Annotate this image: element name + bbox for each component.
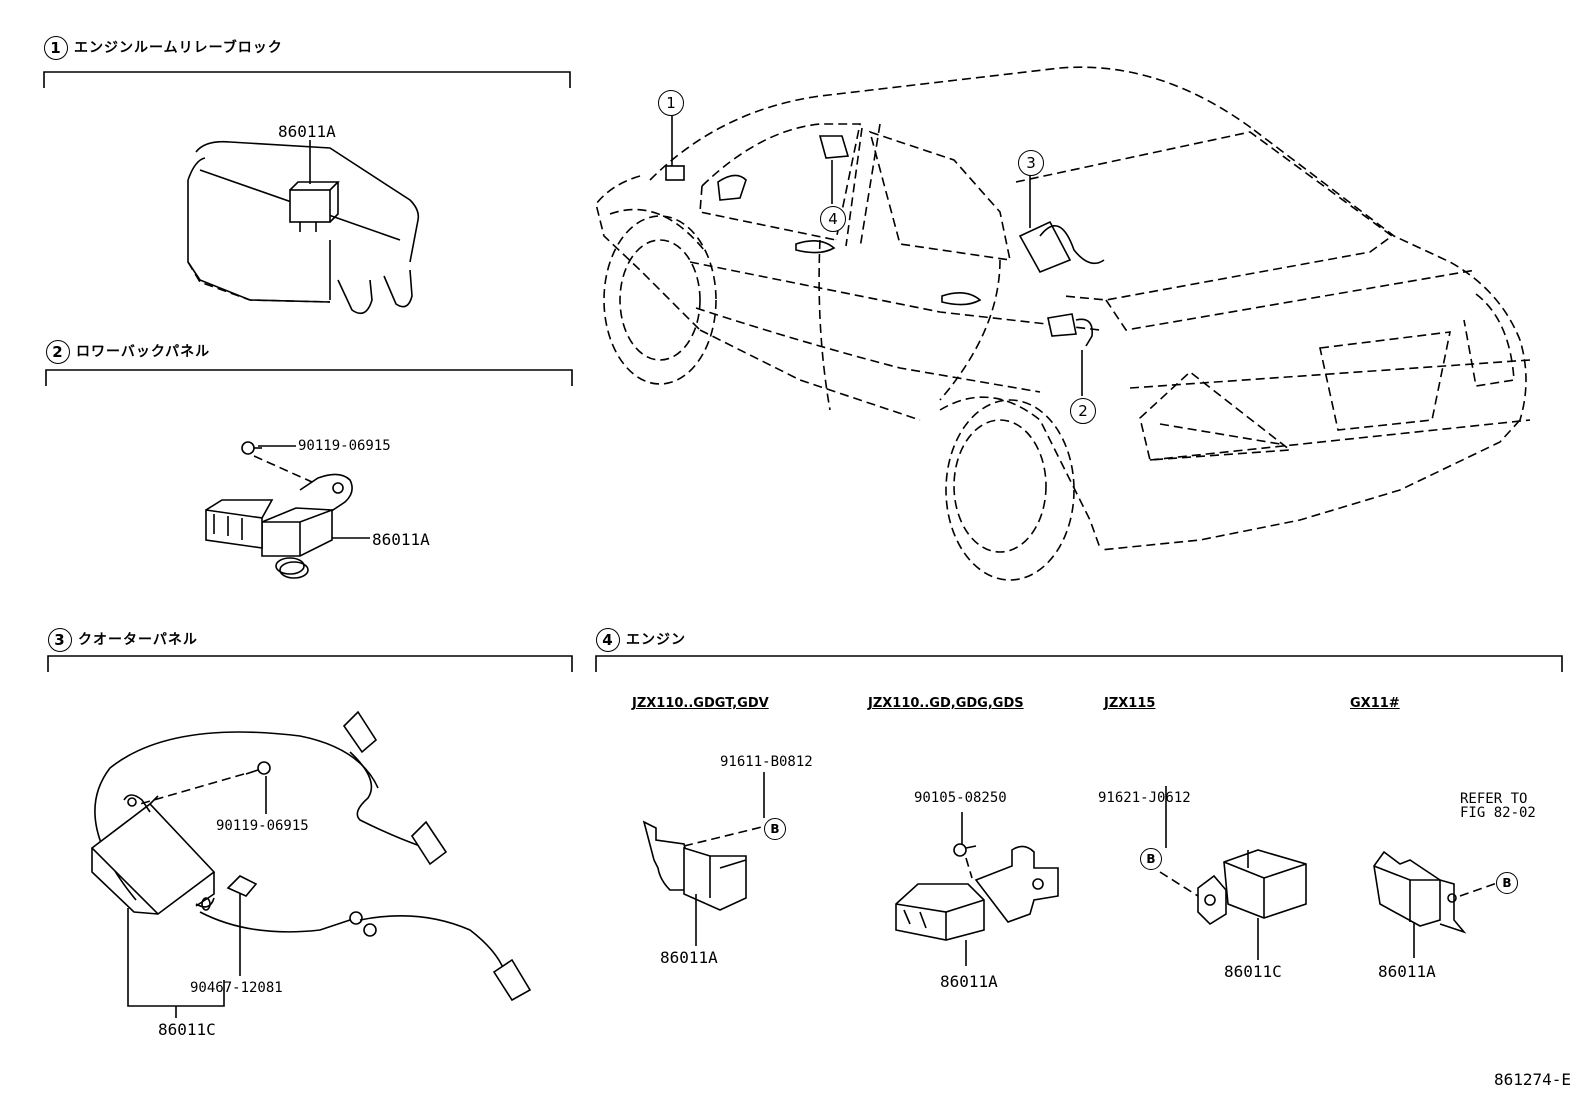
variant-4-relay-part-number: 86011A xyxy=(1378,962,1436,981)
car-illustration xyxy=(595,66,1531,581)
section-4-header: 4 エンジン xyxy=(596,628,686,652)
variant-3-relay-part-number: 86011C xyxy=(1224,962,1282,981)
engine-variant-1-illustration xyxy=(642,772,767,946)
section-3-number: 3 xyxy=(48,628,72,652)
section-1-header: 1 エンジンルームリレーブロック xyxy=(44,36,283,60)
engine-variant-2-illustration xyxy=(895,812,1059,966)
s3-clip-part-number: 90467-12081 xyxy=(190,980,283,996)
s1-relay-part-number: 86011A xyxy=(278,122,336,141)
variant-2-fastener-part-number: 90105-08250 xyxy=(914,790,1007,806)
engine-variant-4-illustration xyxy=(1373,850,1501,958)
section-4-bracket xyxy=(595,655,1563,672)
s3-module-part-number: 86011C xyxy=(158,1020,216,1039)
car-callout-3: 3 xyxy=(1018,150,1044,176)
variant-4-reference-line-2: FIG 82-02 xyxy=(1460,805,1536,821)
section-2-title: ロワーバックパネル xyxy=(76,344,211,360)
engine-variant-3-illustration xyxy=(1159,786,1307,960)
section-3-bracket xyxy=(47,655,573,672)
variant-3-model: JZX115 xyxy=(1104,696,1156,711)
section-2-bracket xyxy=(45,369,573,386)
variant-3-b-mark: B xyxy=(1140,848,1162,870)
section-2-header: 2 ロワーバックパネル xyxy=(46,340,210,364)
section-1-title: エンジンルームリレーブロック xyxy=(74,40,283,56)
variant-1-fastener-part-number: 91611-B0812 xyxy=(720,754,813,770)
s2-relay-part-number: 86011A xyxy=(372,530,430,549)
car-callout-4: 4 xyxy=(820,206,846,232)
variant-1-relay-part-number: 86011A xyxy=(660,948,718,967)
section-3-title: クオーターパネル xyxy=(78,632,198,648)
figure-id: 861274-E xyxy=(1494,1070,1572,1089)
section-2-number: 2 xyxy=(46,340,70,364)
variant-4-model: GX11# xyxy=(1350,696,1400,711)
quarter-panel-module-illustration xyxy=(90,710,532,1018)
variant-2-relay-part-number: 86011A xyxy=(940,972,998,991)
car-callout-2: 2 xyxy=(1070,398,1096,424)
variant-4-b-mark: B xyxy=(1496,872,1518,894)
section-3-header: 3 クオーターパネル xyxy=(48,628,198,652)
s3-bolt-part-number: 90119-06915 xyxy=(216,818,309,834)
variant-2-model: JZX110..GD,GDG,GDS xyxy=(868,696,1024,711)
lower-back-panel-relay-illustration xyxy=(205,441,370,579)
section-4-number: 4 xyxy=(596,628,620,652)
s2-bolt-part-number: 90119-06915 xyxy=(298,438,391,454)
relay-block-illustration xyxy=(187,140,420,315)
variant-4-reference-line-1: REFER TO xyxy=(1460,791,1528,807)
variant-1-model: JZX110..GDGT,GDV xyxy=(632,696,769,711)
car-callout-1: 1 xyxy=(658,90,684,116)
variant-3-fastener-part-number: 91621-J0612 xyxy=(1098,790,1191,806)
variant-1-b-mark: B xyxy=(764,818,786,840)
section-4-title: エンジン xyxy=(626,632,686,648)
section-1-number: 1 xyxy=(44,36,68,60)
section-1-bracket xyxy=(43,71,571,88)
